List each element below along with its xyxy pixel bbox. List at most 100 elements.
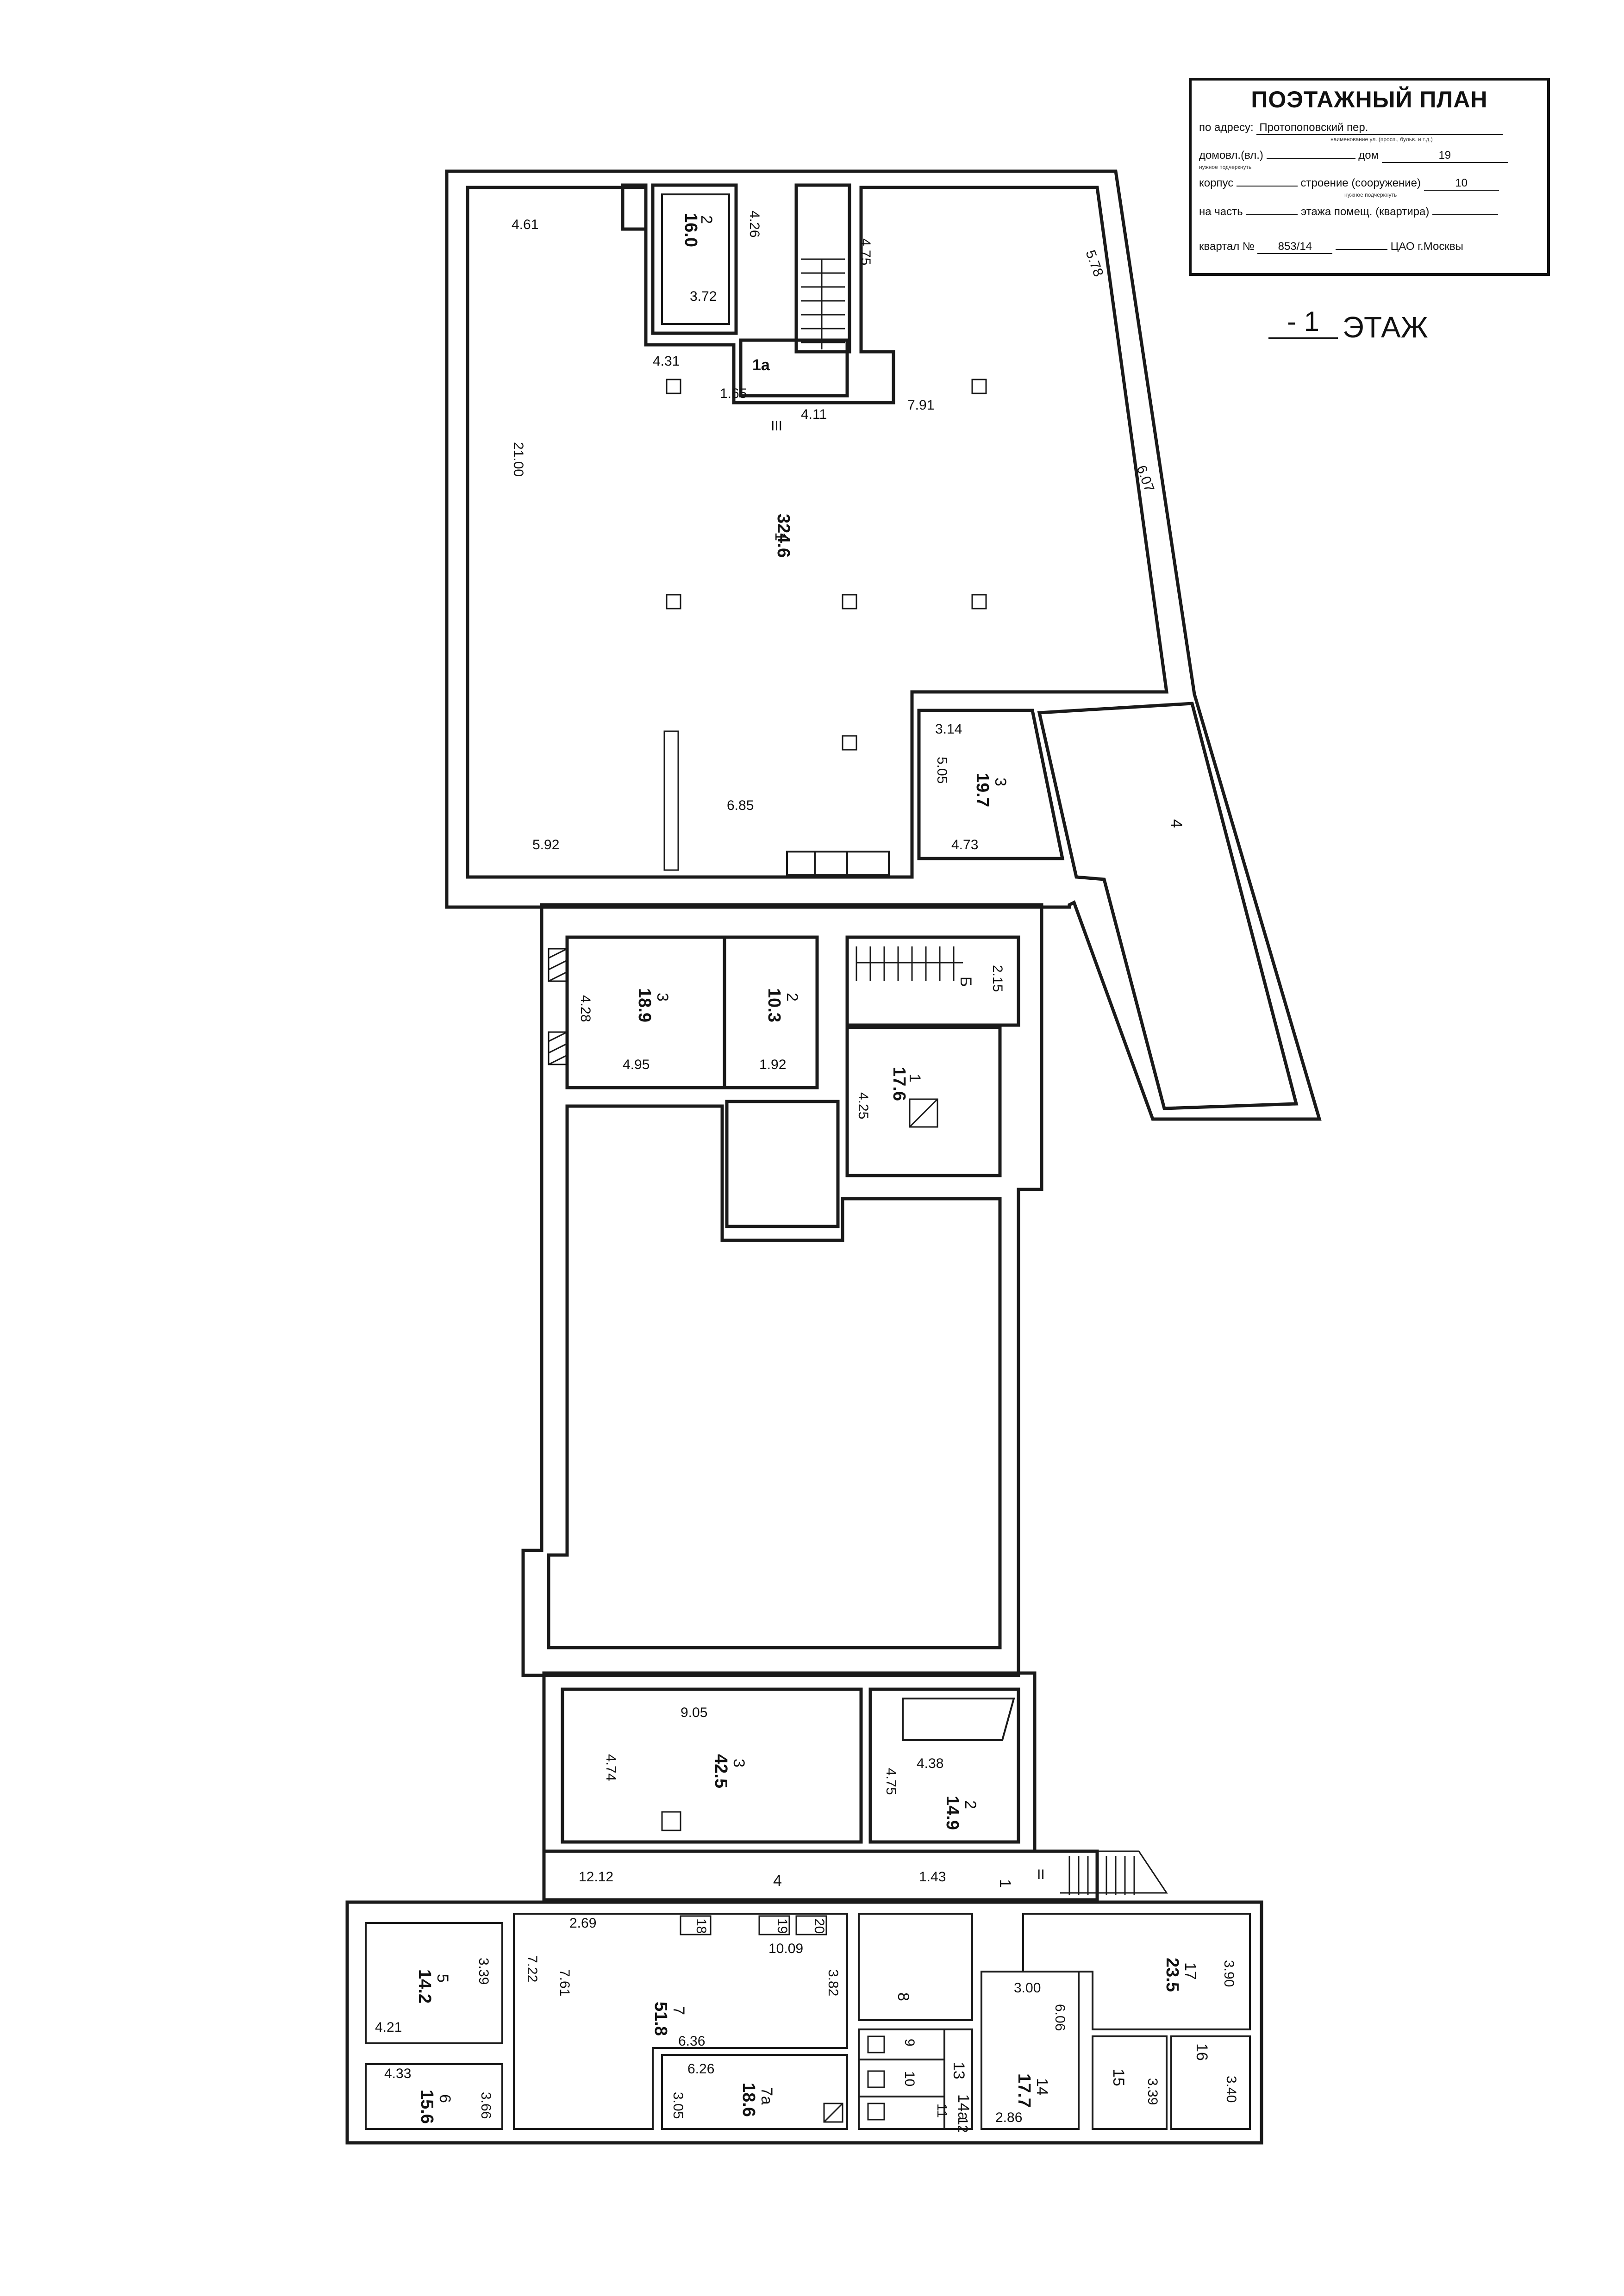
- dim: 3.05: [670, 2092, 686, 2119]
- stamp-title: ПОЭТАЖНЫЙ ПЛАН: [1251, 87, 1488, 112]
- stamp-house-hint: нужное подчеркнуть: [1199, 164, 1252, 170]
- bottom-building: [345, 1900, 1263, 2145]
- dim: 3.39: [1145, 2078, 1160, 2105]
- dim: 5.92: [532, 837, 559, 852]
- floor-number: - 1: [1268, 305, 1338, 339]
- room-2-wall: [651, 183, 738, 335]
- dim: 4.75: [883, 1768, 899, 1795]
- room-12-num: 12: [955, 2117, 970, 2133]
- dim: 3.14: [935, 722, 962, 737]
- room-7-num: 7: [670, 2006, 687, 2015]
- room-1-top-area: 324.6: [774, 514, 793, 558]
- dim: 4.33: [384, 2066, 411, 2081]
- dim: 6.85: [727, 798, 754, 813]
- room-3-top-num: 3: [992, 778, 1009, 786]
- room-1-mid-area: 17.6: [889, 1067, 909, 1101]
- dim: 4.74: [603, 1754, 618, 1781]
- top-building: [445, 169, 1322, 1121]
- room-13-num: 13: [950, 2062, 968, 2079]
- staircase-top: [794, 183, 851, 354]
- room-3-low-wall: [561, 1687, 863, 1844]
- room-7a-num: 7а: [758, 2087, 775, 2105]
- dim: III: [771, 418, 782, 434]
- shaft-small: [621, 183, 648, 231]
- dim: 4.31: [653, 354, 680, 369]
- room-5-wall: [365, 1922, 503, 2044]
- dim: 3.66: [478, 2092, 493, 2119]
- room-7-area: 51.8: [651, 2002, 670, 2036]
- room-5-area: 14.2: [415, 1969, 434, 2004]
- stamp-korpus-label: корпус: [1199, 177, 1234, 189]
- dim: 10.09: [768, 1941, 803, 1956]
- lockers-18-20: [680, 1915, 827, 1935]
- stamp-house-row: домовл.(вл.) дом 19: [1199, 149, 1540, 163]
- column-low: [661, 1811, 681, 1831]
- room-11-num: 11: [934, 2103, 949, 2118]
- room-9-num: 9: [902, 2039, 917, 2047]
- stamp-house-label: домовл.(вл.): [1199, 149, 1263, 162]
- large-hall-mid: [547, 1104, 1002, 1649]
- dim: 2.86: [995, 2110, 1022, 2125]
- room-2-low-area: 14.9: [943, 1796, 962, 1830]
- stamp-kvartal-label: квартал №: [1199, 240, 1255, 253]
- stamp-kvartal-row: квартал № 853/14 ЦАО г.Москвы: [1199, 240, 1540, 254]
- room-10-num: 10: [902, 2071, 917, 2086]
- dim: 4.25: [856, 1092, 871, 1119]
- room-8-wall: [858, 1913, 973, 2021]
- dim: 6.26: [687, 2061, 714, 2077]
- corridor-mid: [725, 1100, 840, 1228]
- room-7a-wall: [661, 2054, 848, 2130]
- dim: 4.11: [801, 407, 827, 422]
- room-2-inner-wall: [661, 193, 730, 325]
- room-15-num: 15: [1110, 2069, 1127, 2086]
- shaft-mid: [909, 1098, 938, 1128]
- dim: 1.92: [759, 1057, 786, 1072]
- stamp-part-label: на часть: [1199, 205, 1243, 218]
- room-6-num: 6: [436, 2094, 454, 2103]
- room-5-num: 5: [434, 1974, 451, 1983]
- stamp-district: ЦАО г.Москвы: [1390, 240, 1463, 253]
- room-2-low-niche: [902, 1698, 1015, 1741]
- room-7-wall: [513, 1913, 848, 2130]
- room-2-low-num: 2: [962, 1800, 979, 1809]
- room-6-wall: [365, 2063, 503, 2130]
- room-1-mid-num: 1: [906, 1074, 924, 1083]
- room-17-wall: [1022, 1913, 1251, 2030]
- room-4-top-num: 4: [1168, 819, 1185, 828]
- middle-building: [521, 903, 1043, 1677]
- room-3-top-area: 19.7: [973, 773, 992, 807]
- top-building-outer-wall: [445, 169, 1322, 1121]
- dim: 4.61: [512, 217, 538, 232]
- room-3-low-area: 42.5: [711, 1754, 731, 1788]
- room-2-top-num: 2: [698, 215, 715, 224]
- corridor-4-wall: [542, 1849, 1099, 1902]
- stair-b-wall: [845, 935, 1020, 1027]
- stamp-stroenie-label: строение (сооружение): [1300, 177, 1421, 189]
- stair-corridor-steps: [1060, 1850, 1168, 1895]
- room-17-num: 17: [1181, 1962, 1199, 1980]
- stamp-dom-label: дом: [1358, 149, 1379, 162]
- bottom-building-outer-wall: [345, 1900, 1263, 2145]
- room-1a-top-num: 1а: [752, 356, 770, 374]
- room-15-wall: [1092, 2035, 1168, 2130]
- dim: 2.69: [569, 1916, 596, 1931]
- dim: 7.61: [557, 1969, 572, 1996]
- stamp-address-value: Протопоповский пер.: [1256, 121, 1503, 135]
- wc-11: [867, 2103, 885, 2121]
- room-1-low-num: 1: [996, 1879, 1014, 1888]
- room-b-mid-num: Б: [957, 977, 974, 987]
- shaft-7a: [823, 2103, 843, 2123]
- dim: 6.36: [678, 2034, 705, 2049]
- room-18-num: 18: [693, 1918, 709, 1934]
- lower-building: [542, 1671, 1168, 1902]
- room-1-mid-wall: [845, 1026, 1002, 1177]
- dimension-labels: 4.61 4.26 4.75 5.78 3.72 4.31 1.65 4.11 …: [375, 211, 1239, 2125]
- dim: 4.75: [858, 238, 873, 265]
- middle-building-outer-wall: [521, 903, 1043, 1677]
- room-2-top-area: 16.0: [681, 213, 700, 247]
- dim: 2.15: [990, 965, 1005, 992]
- dim: 3.40: [1224, 2076, 1239, 2103]
- room-1-top-num: 1: [772, 532, 789, 541]
- stair-b-steps: [856, 946, 963, 981]
